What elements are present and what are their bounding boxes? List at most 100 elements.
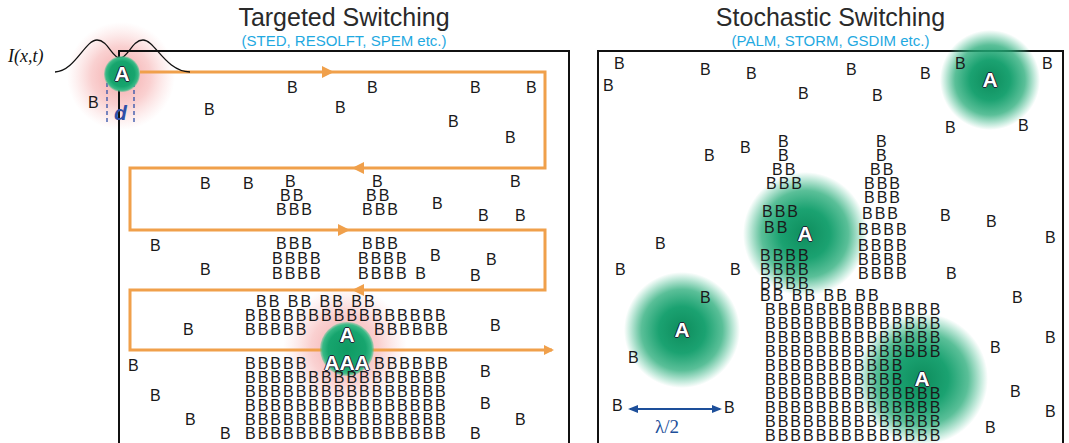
off-state-molecule: B (846, 62, 859, 78)
dimension-arrow (630, 408, 720, 410)
off-state-molecule: B (505, 130, 518, 146)
off-state-molecule: B (432, 196, 445, 212)
off-state-molecule: B (128, 358, 141, 374)
scan-path (130, 72, 552, 350)
off-state-molecule: B (185, 412, 198, 428)
off-state-molecule: B (700, 62, 713, 78)
off-state-molecule: B (1045, 330, 1058, 346)
off-state-molecule: B (335, 100, 348, 116)
off-state-molecule: B (615, 262, 628, 278)
off-state-molecule: BBBB (858, 222, 909, 238)
off-state-molecule: BBB (864, 190, 902, 206)
off-state-molecule: B (1018, 118, 1031, 134)
off-state-molecule: B (1012, 290, 1025, 306)
scan-arrow (322, 66, 334, 78)
off-state-molecule: B (798, 86, 811, 102)
off-state-molecule: B (480, 396, 493, 412)
fluorophore-spot: AAAA (320, 322, 374, 376)
off-state-molecule: B (526, 80, 539, 96)
off-state-molecule: B (220, 426, 233, 442)
off-state-molecule: BB (764, 220, 789, 236)
depletion-glow (67, 22, 175, 130)
off-state-molecule: B (243, 176, 256, 192)
state-label: A (797, 224, 812, 244)
state-label: A (339, 325, 354, 345)
off-state-molecule: B (603, 78, 616, 94)
off-state-molecule: BBB (362, 202, 400, 218)
off-state-molecule: B (945, 120, 958, 136)
off-state-molecule: B (470, 426, 483, 442)
off-state-molecule: BBBB B (358, 266, 428, 282)
off-state-molecule: B (655, 236, 668, 252)
panel-subtitle: (STED, RESOLFT, SPEM etc.) (80, 32, 608, 49)
state-label: A (674, 320, 689, 340)
off-state-molecule: BBB (276, 202, 314, 218)
off-state-molecule: BBB (762, 204, 800, 220)
off-state-molecule: B (700, 290, 713, 306)
off-state-molecule: B (985, 420, 998, 436)
panel-title: Stochastic Switching (559, 3, 1069, 31)
off-state-molecule: B (200, 262, 213, 278)
off-state-molecule: B (730, 262, 743, 278)
off-state-molecule: B (920, 66, 933, 82)
off-state-molecule: BBB (276, 236, 314, 252)
dimension-label: d (114, 102, 127, 124)
off-state-molecule: B (704, 148, 717, 164)
panel-title: Targeted Switching (80, 3, 608, 31)
off-state-molecule: B (510, 174, 523, 190)
off-state-molecule: B (478, 208, 491, 224)
off-state-molecule: B (287, 80, 300, 96)
off-state-molecule: BBBB (272, 251, 323, 267)
scan-arrow (338, 224, 350, 236)
off-state-molecule: B (480, 364, 493, 380)
off-state-molecule: BBBBB (245, 322, 308, 338)
off-state-molecule: BBB (362, 236, 400, 252)
off-state-molecule: B (486, 252, 499, 268)
off-state-molecule: B (614, 56, 627, 72)
off-state-molecule: B (367, 80, 380, 96)
off-state-molecule: BBBB (272, 266, 323, 282)
off-state-molecule: B (746, 66, 759, 82)
off-state-molecule: B (430, 248, 443, 264)
off-state-molecule: B (1045, 404, 1058, 420)
off-state-molecule: BBB (862, 206, 900, 222)
state-label: A (114, 64, 129, 84)
off-state-molecule: B (872, 88, 885, 104)
fluorophore-spot: A (624, 272, 740, 388)
off-state-molecule: BBBB (358, 251, 409, 267)
off-state-molecule: B (990, 340, 1003, 356)
off-state-molecule: BBBBBBBBBBBBBB (765, 428, 942, 443)
off-state-molecule: BBB (766, 176, 804, 192)
off-state-molecule: B (740, 140, 753, 156)
off-state-molecule: B (183, 322, 196, 338)
fluorophore-spot: A (104, 56, 140, 92)
off-state-molecule: B (448, 114, 461, 130)
off-state-molecule: B (946, 266, 959, 282)
off-state-molecule: B (628, 350, 641, 366)
off-state-molecule: B (470, 80, 483, 96)
off-state-molecule: BBBB (858, 266, 909, 282)
state-label: A (982, 70, 997, 90)
off-state-molecule: BBBBBBBBBBBBBBBB (245, 426, 448, 442)
off-state-molecule: B (1042, 56, 1055, 72)
off-state-molecule: B (88, 95, 101, 111)
fluorophore-spot: A (940, 30, 1040, 130)
off-state-molecule: B (612, 398, 625, 414)
off-state-molecule: B (1010, 384, 1023, 400)
intensity-label: I(x,t) (8, 46, 43, 66)
off-state-molecule: B (150, 388, 163, 404)
off-state-molecule: B (986, 214, 999, 230)
off-state-molecule: B (955, 56, 968, 72)
off-state-molecule: B (470, 268, 483, 284)
wavelength-label: λ/2 (655, 416, 679, 437)
off-state-molecule: B (515, 412, 528, 428)
off-state-molecule: B (724, 400, 737, 416)
scan-arrow (352, 162, 364, 174)
off-state-molecule: B (200, 176, 213, 192)
off-state-molecule: B (515, 208, 528, 224)
off-state-molecule: B (940, 208, 953, 224)
off-state-molecule: B (150, 238, 163, 254)
off-state-molecule: BBBBBB (374, 322, 450, 338)
off-state-molecule: B (204, 102, 217, 118)
